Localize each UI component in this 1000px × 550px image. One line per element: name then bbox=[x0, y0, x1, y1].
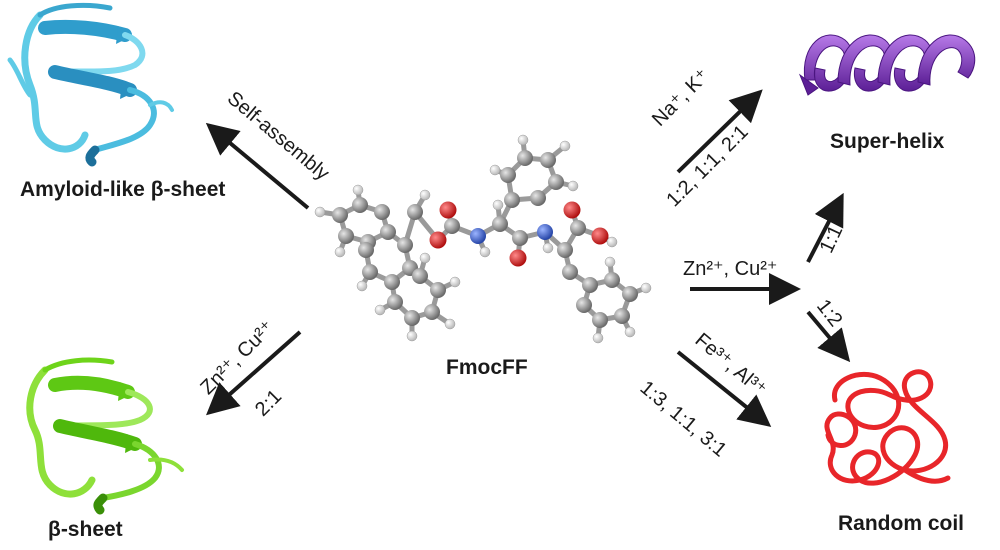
atom-c-18 bbox=[444, 218, 460, 234]
atom-h-59 bbox=[604, 256, 616, 268]
atom-o-33 bbox=[563, 201, 581, 219]
atom-c-8 bbox=[384, 274, 400, 290]
atom-n-30 bbox=[537, 224, 553, 240]
atom-c-25 bbox=[540, 152, 556, 168]
super-helix-label: Super-helix bbox=[830, 130, 945, 153]
atom-o-19 bbox=[439, 201, 457, 219]
atom-c-28 bbox=[512, 230, 528, 246]
atom-c-21 bbox=[492, 216, 508, 232]
atom-h-50 bbox=[419, 189, 431, 201]
atom-h-58 bbox=[606, 236, 618, 248]
atom-c-1 bbox=[352, 197, 368, 213]
atom-c-23 bbox=[500, 167, 516, 183]
arrow-to-coil bbox=[806, 310, 851, 363]
atom-c-13 bbox=[424, 304, 440, 320]
atom-c-12 bbox=[404, 310, 420, 326]
atom-c-9 bbox=[362, 264, 378, 280]
atom-c-15 bbox=[412, 268, 428, 284]
beta-sheet-ribbon-icon bbox=[26, 357, 184, 515]
atom-c-2 bbox=[374, 204, 390, 220]
amyloid-label: Amyloid-like β-sheet bbox=[20, 178, 226, 201]
atom-c-26 bbox=[548, 174, 564, 190]
beta-sheet-label: β-sheet bbox=[48, 518, 123, 541]
helix-ribbon-icon bbox=[798, 34, 976, 96]
atom-h-60 bbox=[640, 282, 652, 294]
molecule-label: FmocFF bbox=[446, 356, 528, 379]
atom-c-37 bbox=[604, 272, 620, 288]
atom-h-45 bbox=[356, 280, 368, 292]
atom-c-16 bbox=[407, 204, 423, 220]
atom-c-6 bbox=[397, 237, 413, 253]
atom-h-46 bbox=[374, 304, 386, 316]
atom-c-24 bbox=[517, 150, 533, 166]
atom-c-38 bbox=[622, 286, 638, 302]
atom-h-52 bbox=[492, 199, 504, 211]
atom-h-49 bbox=[449, 276, 461, 288]
atom-c-35 bbox=[562, 264, 578, 280]
atom-h-43 bbox=[352, 184, 364, 196]
atom-c-14 bbox=[430, 282, 446, 298]
atom-h-62 bbox=[592, 332, 604, 344]
atom-h-48 bbox=[444, 318, 456, 330]
atom-c-11 bbox=[387, 294, 403, 310]
atom-h-57 bbox=[542, 242, 554, 254]
atom-c-36 bbox=[582, 277, 598, 293]
atom-o-29 bbox=[509, 249, 527, 267]
atom-h-42 bbox=[314, 206, 326, 218]
atom-o-34 bbox=[591, 227, 609, 245]
atom-n-20 bbox=[470, 228, 486, 244]
atom-h-54 bbox=[517, 134, 529, 146]
atom-c-3 bbox=[380, 224, 396, 240]
arrows bbox=[205, 89, 851, 428]
arrow-fe-al bbox=[676, 350, 772, 428]
random-coil-icon bbox=[824, 369, 951, 486]
arrow-na-k bbox=[676, 89, 763, 174]
atom-h-56 bbox=[567, 180, 579, 192]
atom-h-47 bbox=[406, 330, 418, 342]
atom-c-10 bbox=[358, 242, 374, 258]
atom-h-51 bbox=[479, 246, 491, 258]
atom-c-32 bbox=[570, 220, 586, 236]
atom-c-39 bbox=[614, 308, 630, 324]
arrow-zn-cu-left bbox=[206, 330, 302, 416]
zn-cu-right-label: Zn²⁺, Cu²⁺ bbox=[683, 258, 778, 280]
atom-c-5 bbox=[338, 228, 354, 244]
atom-o-17 bbox=[429, 231, 447, 249]
atom-c-40 bbox=[592, 312, 608, 328]
arrow-to-helix bbox=[806, 192, 844, 263]
atom-h-44 bbox=[334, 246, 346, 258]
random-coil-label: Random coil bbox=[838, 512, 965, 535]
arrow-self-assembly bbox=[205, 122, 310, 210]
atom-h-55 bbox=[559, 140, 571, 152]
atom-c-27 bbox=[530, 190, 546, 206]
atom-h-53 bbox=[489, 164, 501, 176]
atom-c-0 bbox=[332, 207, 348, 223]
atom-c-41 bbox=[576, 297, 592, 313]
molecule-atoms bbox=[314, 134, 652, 344]
atom-c-31 bbox=[557, 242, 573, 258]
atom-c-22 bbox=[504, 192, 520, 208]
atom-h-63 bbox=[419, 252, 431, 264]
atom-h-61 bbox=[624, 326, 636, 338]
amyloid-beta-sheet-ribbon-icon bbox=[7, 2, 174, 167]
